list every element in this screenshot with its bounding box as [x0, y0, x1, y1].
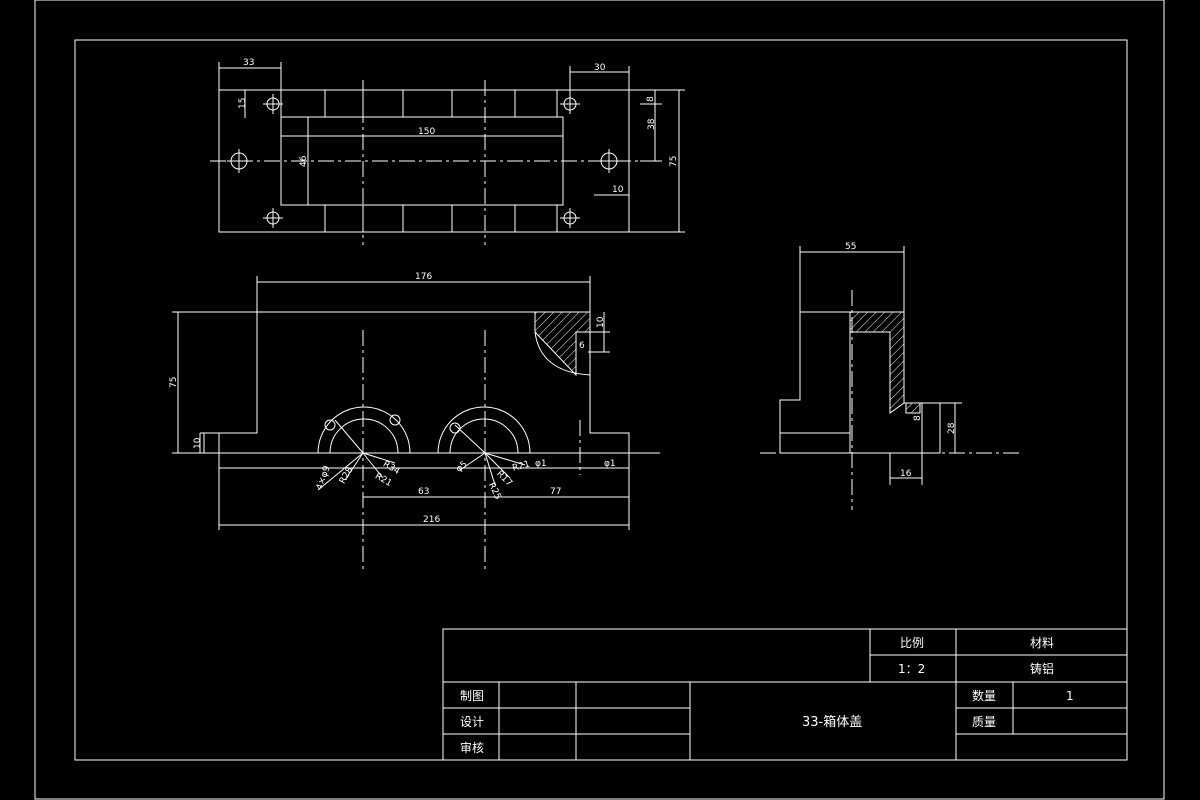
top-view[interactable]: 33 30 15 150 46 8 38 75 10 [210, 58, 685, 245]
dim-r21-right: R21 [511, 460, 531, 474]
dim-phi1-b: φ1 [604, 459, 616, 469]
side-view-outline [779, 311, 941, 454]
review-label: 审核 [460, 740, 484, 755]
dim-33: 33 [243, 58, 254, 68]
quantity-value: 1 [1066, 689, 1074, 703]
dim-8: 8 [646, 96, 656, 102]
front-hole-left [324, 419, 336, 431]
left-bearing-inner [329, 418, 399, 454]
top-view-dim-text: 33 30 15 150 46 8 38 75 10 [238, 58, 679, 195]
dim-28: 28 [947, 422, 957, 434]
dim-30: 30 [594, 63, 606, 73]
front-hole-mid [389, 414, 401, 426]
dim-75-front: 75 [169, 377, 179, 388]
dim-176: 176 [415, 272, 432, 282]
part-name: 33-箱体盖 [802, 714, 862, 730]
dim-10-corner: 10 [596, 316, 606, 328]
left-bearing-seat [317, 406, 411, 454]
dim-16: 16 [900, 469, 912, 479]
scale-label: 比例 [900, 636, 924, 650]
dim-46: 46 [299, 155, 309, 167]
material-label: 材料 [1030, 636, 1054, 650]
dim-10-top: 10 [612, 185, 624, 195]
right-bearing-inner [449, 418, 519, 454]
dim-phi5: φ5 [454, 459, 469, 474]
side-view-dim-text: 55 28 8 16 [845, 242, 957, 479]
title-block-frame [442, 628, 1128, 761]
front-hole-right [449, 422, 461, 434]
sheet-frame [34, 0, 1165, 800]
title-block[interactable]: 比例 1：2 材料 铸铝 制图 设计 审核 33-箱体盖 数量 1 质量 [442, 628, 1128, 761]
dim-63: 63 [418, 487, 429, 497]
dim-150: 150 [418, 127, 435, 137]
dim-r25: R25 [486, 481, 503, 501]
design-label: 设计 [460, 715, 484, 729]
left-side-bulge [199, 432, 257, 453]
dim-phi1-a: φ1 [535, 459, 547, 469]
side-view[interactable]: 55 28 8 16 [760, 242, 1020, 510]
dim-55: 55 [845, 242, 856, 252]
front-view-dim-text: 176 75 10 10 6 4×φ9 R28 R34 R21 φ5 R25 R… [169, 272, 616, 525]
top-view-centerlines [210, 80, 640, 245]
weight-label: 质量 [972, 715, 996, 729]
dim-r21-left: R21 [373, 471, 393, 489]
scale-value: 1：2 [898, 662, 925, 676]
dim-8-side: 8 [913, 415, 923, 421]
dim-10-front: 10 [193, 437, 203, 449]
dim-38: 38 [647, 118, 657, 130]
outer-border [34, 0, 1165, 800]
right-bearing-seat [437, 406, 531, 454]
dim-15: 15 [238, 98, 248, 109]
front-view-dim-lines [172, 276, 630, 530]
dim-75-top: 75 [669, 156, 679, 167]
drawn-by-label: 制图 [460, 689, 484, 703]
material-value: 铸铝 [1030, 661, 1054, 676]
top-view-dim-lines [218, 62, 685, 233]
quantity-label: 数量 [972, 688, 996, 703]
front-view[interactable]: 176 75 10 10 6 4×φ9 R28 R34 R21 φ5 R25 R… [169, 272, 660, 570]
inner-border [74, 39, 1128, 761]
dim-77: 77 [550, 487, 561, 497]
side-view-dim-lines [799, 246, 962, 485]
front-corner-arc [534, 331, 591, 376]
side-small-hatch [905, 402, 921, 414]
front-view-centerlines [362, 330, 581, 570]
dim-6-corner: 6 [579, 341, 585, 351]
dim-216: 216 [423, 515, 440, 525]
side-hatch-section [849, 311, 905, 414]
